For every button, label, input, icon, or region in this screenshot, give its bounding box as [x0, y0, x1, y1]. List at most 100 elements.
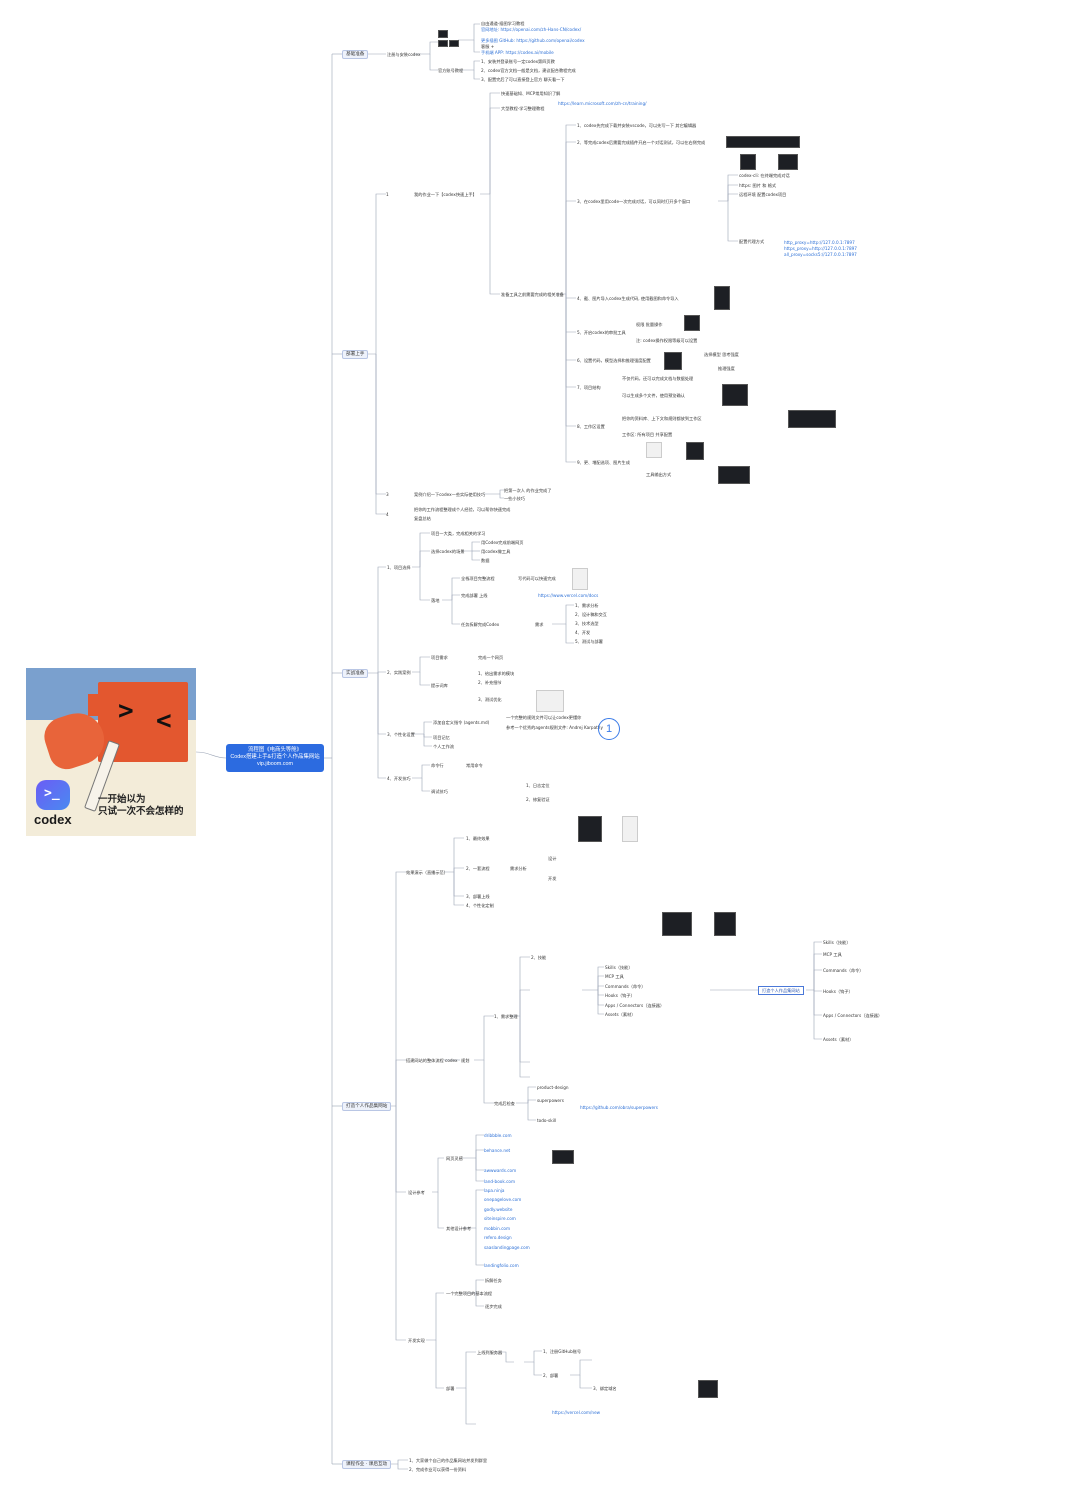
node: 不仅代码，还可以完成文档与数据处理 [622, 376, 694, 381]
node: 项目记忆 [433, 735, 450, 740]
node: 数据 [481, 558, 490, 563]
screenshot-thumbnail [714, 912, 736, 936]
skill-item: Hooks（钩子） [605, 993, 635, 998]
node: 选择codex的场景 [431, 549, 465, 554]
node: 上线到服务器 [477, 1350, 503, 1355]
link[interactable]: https://learn.microsoft.com/zh-cn/traini… [558, 101, 647, 106]
reference-link[interactable]: lapa.ninja [484, 1188, 505, 1193]
node: 网页灵感 [446, 1156, 463, 1161]
node: 任务拆解完成Codex [461, 622, 500, 627]
list-item: 1、需求分析 [575, 603, 599, 608]
screenshot-thumbnail [646, 442, 662, 458]
node: 一个完整项目的基本流程 [446, 1291, 493, 1296]
reference-link[interactable]: mobbin.com [484, 1226, 511, 1231]
link[interactable]: all_proxy=socks5://127.0.0.1:7897 [784, 252, 857, 257]
node: product-design [537, 1085, 569, 1090]
branch-homework[interactable]: 课程作业 · 课后互动 [342, 1460, 392, 1469]
reference-link[interactable]: landingfolio.com [484, 1263, 519, 1268]
skill-item: Apps / Connectors（连接器） [605, 1003, 665, 1008]
node: 需求 [535, 622, 544, 627]
screenshot-thumbnail [788, 410, 836, 428]
link[interactable]: 官网地址: https://openai.com/zh-Hans-CN/code… [481, 27, 582, 32]
reference-link[interactable]: dribbble.com [484, 1133, 512, 1138]
screenshot-thumbnail [552, 1150, 574, 1164]
node: 调试技巧 [431, 789, 448, 794]
node: 4、开发技巧 [387, 776, 411, 781]
reference-link[interactable]: behance.net [484, 1148, 511, 1153]
link[interactable]: 更多插图 GitHub: https://github.com/openai/c… [481, 38, 585, 43]
node: superpowers [537, 1098, 564, 1103]
reference-link[interactable]: godly.website [484, 1207, 513, 1212]
list-item: 3、技术选型 [575, 621, 599, 626]
screenshot-thumbnail [449, 40, 459, 47]
screenshot-thumbnail [536, 690, 564, 712]
node: 一个完整的规则文件可以让codex更懂你 [506, 715, 582, 720]
node: 官方账号教程 [438, 68, 464, 73]
screenshot-thumbnail [686, 442, 704, 460]
screenshot-thumbnail [778, 154, 798, 170]
node: 客服 + [481, 44, 495, 49]
reference-link[interactable]: land-book.com [484, 1179, 516, 1184]
node: 搭建网站的整体流程 codex [406, 1058, 458, 1063]
screenshot-thumbnail [718, 466, 750, 484]
node: 2、完成作业可以获得一份资料 [409, 1467, 467, 1472]
link[interactable]: https://vercel.com/new [552, 1410, 601, 1415]
node: 写代码可以快速完成 [518, 576, 556, 581]
list-item: 4、开发 [575, 630, 591, 635]
link[interactable]: https://github.com/obra/superpowers [580, 1105, 658, 1110]
node: 用codex做工具 [481, 549, 511, 554]
branch-basic-prep[interactable]: 基础准备 [342, 50, 369, 59]
node: 1、最终效果 [466, 836, 490, 841]
node: 4、个性化定制 [466, 903, 494, 908]
reference-link[interactable]: onepagelove.com [484, 1197, 522, 1202]
branch-portfolio-site[interactable]: 打造个人作品集网站 [342, 1102, 392, 1111]
node: 工具输出方式 [646, 472, 672, 477]
node: 1、需求整理 [494, 1014, 518, 1019]
screenshot-thumbnail [698, 1380, 718, 1398]
reference-link[interactable]: awwwards.com [484, 1168, 517, 1173]
screenshot-thumbnail [662, 912, 692, 936]
tagline-line-2: 只试一次不会怎样的 [98, 806, 184, 817]
screenshot-thumbnail [438, 30, 448, 38]
screenshot-thumbnail [438, 40, 448, 47]
node: 2、codex官方文档一般是文档，建议配合教程完成 [481, 68, 576, 73]
node: 注: codex操作权限等级可以设置 [636, 338, 698, 343]
node: 配置代理方式 [739, 239, 765, 244]
center-concept-box[interactable]: 打造个人作品集网站 [758, 986, 804, 995]
robot-illustration: > < [88, 682, 188, 762]
skill-item: Apps / Connectors（连接器） [823, 1013, 883, 1018]
node: 项目需求 [431, 655, 448, 660]
node: 1、项目选择 [387, 565, 411, 570]
node: 3、个性化设置 [387, 732, 415, 737]
reference-link[interactable]: refero.design [484, 1235, 512, 1240]
reference-link[interactable]: siteinspire.com [484, 1216, 516, 1221]
link[interactable]: https_proxy=http://127.0.0.1:7897 [784, 246, 857, 251]
branch-getting-started[interactable]: 部署上手 [342, 350, 369, 359]
link[interactable]: http_proxy=http://127.0.0.1:7897 [784, 240, 855, 245]
skill-item: Commands（命令） [823, 968, 864, 973]
node: 1、codex先完成下载并安装vscode，可以先写一下 其它编辑器 [577, 123, 697, 128]
reference-link[interactable]: saaslandingpage.com [484, 1245, 530, 1250]
tagline-line-1: 一开始以为 [98, 794, 146, 805]
node: 复盘总结 [414, 516, 431, 521]
node: 个人工作流 [433, 744, 454, 749]
node: 权限 批量操作 [636, 322, 663, 327]
root-node[interactable]: 流程图《电商头等舱》 Codex搭建上手&打造个人作品集网站 vip.jiboo… [226, 744, 324, 772]
branch-practice-prep[interactable]: 实战准备 [342, 669, 369, 678]
node: 把你的资料库、上下文和规则都放到工作区 [622, 416, 702, 421]
node: 逐步完成 [485, 1304, 502, 1309]
node: 3、测试优化 [478, 697, 502, 702]
skill-item: Skills（技能） [823, 940, 851, 945]
node: 1、注册GitHub账号 [543, 1349, 582, 1354]
link[interactable]: https://www.vercel.com/docs [538, 593, 599, 598]
screenshot-thumbnail [714, 286, 730, 310]
node: 案例介绍一下codex一些实际使用技巧 [414, 492, 486, 497]
node: 命令行 [431, 763, 444, 768]
link[interactable]: 手机端 APP: https://codex.ai/mobile [481, 50, 554, 55]
skill-item: Assets（素材） [605, 1012, 636, 1017]
screenshot-strip [726, 136, 800, 148]
node: 快速基础知、MCP常用知识了解 [501, 91, 561, 96]
node: 1、给出需求的模块 [478, 671, 515, 676]
robot-eye-right: < [156, 706, 172, 736]
